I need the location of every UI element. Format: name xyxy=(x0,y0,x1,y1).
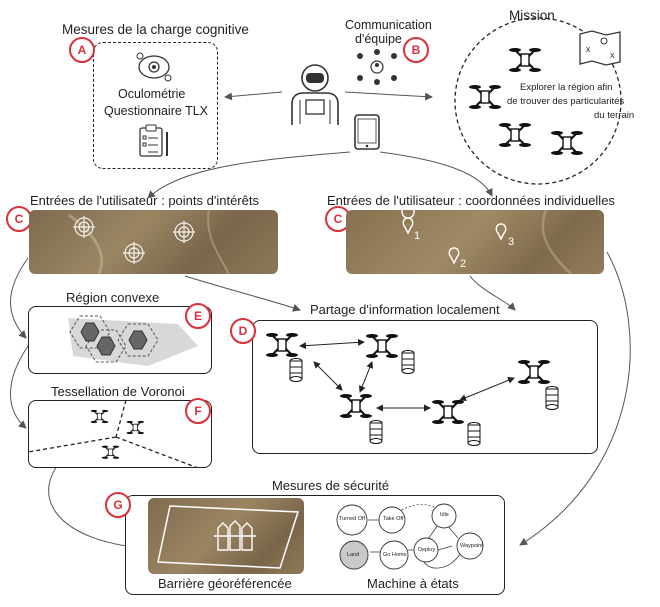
badge-f: F xyxy=(185,398,211,424)
cognitive-item-eye: Oculométrie xyxy=(118,87,186,101)
badge-g: G xyxy=(105,492,131,518)
eye-tracking-icon xyxy=(136,52,172,82)
sharing-network xyxy=(265,332,559,446)
state-node xyxy=(431,503,457,529)
badge-e: E xyxy=(185,303,211,329)
state-node xyxy=(413,537,439,563)
voronoi-title: Tessellation de Voronoi xyxy=(51,384,185,399)
state-deploy: Deploy xyxy=(418,547,436,553)
voronoi-diagram xyxy=(28,400,199,468)
drone-icon xyxy=(550,130,584,156)
state-node xyxy=(378,506,406,534)
poi-targets xyxy=(68,210,230,274)
poi-map xyxy=(29,210,278,274)
badge-b: B xyxy=(403,37,429,63)
safety-title: Mesures de sécurité xyxy=(272,478,390,493)
coord-label-2: 2 xyxy=(460,258,467,270)
state-take-off: Take Off xyxy=(383,516,404,522)
state-land: Land xyxy=(347,552,360,558)
map-icon: x x xyxy=(579,30,621,66)
tablet-icon xyxy=(354,114,380,150)
badge-d: D xyxy=(230,318,256,344)
sharing-title: Partage d'information localement xyxy=(310,302,500,317)
state-turned-off: Turned Off xyxy=(339,516,365,522)
drone-icon xyxy=(468,84,502,110)
state-node xyxy=(336,504,368,536)
astronaut-icon xyxy=(291,64,339,125)
cognitive-box xyxy=(93,42,218,169)
state-go-home: Go Home xyxy=(383,552,407,558)
cognitive-item-tlx: Questionnaire TLX xyxy=(104,104,208,118)
mission-text-line3: du terrain xyxy=(594,110,635,121)
state-machine-label: Machine à états xyxy=(367,576,459,591)
mission-drones xyxy=(468,47,584,156)
input-coords-title: Entrées de l'utilisateur : coordonnées i… xyxy=(327,193,615,208)
mission-text-line2: de trouver des particularités xyxy=(507,96,625,107)
state-node xyxy=(456,532,484,560)
drone-icon xyxy=(508,47,542,73)
coords-pins xyxy=(401,210,572,274)
voronoi-box xyxy=(28,400,212,468)
state-idle: Idle xyxy=(440,512,449,518)
team-icon xyxy=(357,49,397,85)
coord-label-1: 1 xyxy=(414,230,421,242)
convex-hull-diagram xyxy=(68,315,198,366)
state-node xyxy=(339,540,369,570)
drone-icon xyxy=(498,122,532,148)
svg-text:x: x xyxy=(586,44,591,54)
geofence-label: Barrière géoréférencée xyxy=(158,576,292,591)
geofence-map xyxy=(148,498,304,574)
mission-text-line1: Explorer la région afin xyxy=(520,82,613,93)
badge-a: A xyxy=(69,37,95,63)
coord-label-3: 3 xyxy=(508,236,515,248)
communication-title-line1: Communication xyxy=(345,18,432,32)
state-machine-diagram xyxy=(336,503,484,570)
clipboard-icon xyxy=(139,124,168,157)
convex-title: Région convexe xyxy=(66,290,160,305)
cognitive-title: Mesures de la charge cognitive xyxy=(62,22,249,37)
communication-title-line2: d'équipe xyxy=(355,32,402,46)
coords-map: 1 2 3 xyxy=(346,210,604,274)
state-waypoint: Waypoint xyxy=(460,543,483,549)
state-node xyxy=(379,540,409,570)
svg-text:x: x xyxy=(610,50,615,60)
input-poi-title: Entrées de l'utilisateur : points d'inté… xyxy=(30,193,259,208)
geofence-drawing xyxy=(157,505,300,569)
mission-circle xyxy=(454,17,622,185)
